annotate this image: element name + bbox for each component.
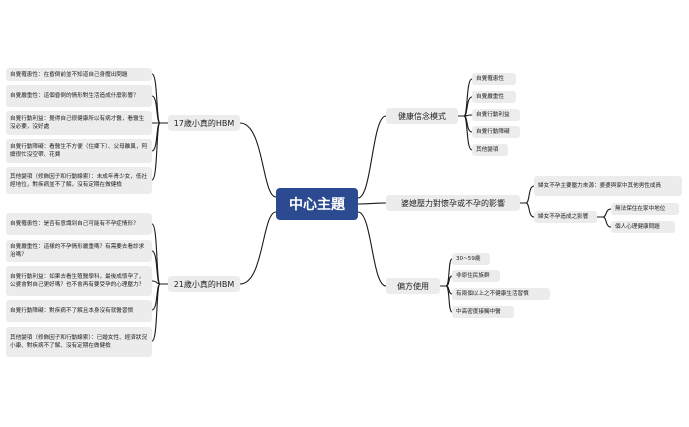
leaf-infertility-impact[interactable]: 婦女不孕造成之影響 [534, 211, 597, 223]
leaf-text: 其他變項（修飾因子和行動線索）：未成年青少女，低社經地位，對疾病並不了解，沒有定… [10, 173, 148, 188]
leaf-text: 自覺罹患性：是否有意識到自己可能有不孕症情形？ [10, 221, 139, 227]
leaf-hbm-susceptibility[interactable]: 自覺罹患性 [472, 73, 516, 85]
leaf-text: 非原住民族群 [456, 273, 490, 279]
leaf-text: 其他變項 [476, 147, 499, 153]
leaf-text: 自覺行動利益：覺得自己很健康所以有病才醫，看醫生沒必要，沒好處 [10, 116, 145, 130]
branch-21-hbm[interactable]: 21歲小真的HBM [168, 276, 240, 292]
branch-health-belief-model[interactable]: 健康信念模式 [386, 108, 458, 124]
leaf-text: 自覺行動利益：如果去看生殖醫學科，最後成懷孕了，公婆會對自己更好嗎？也不會再有要… [10, 274, 145, 288]
leaf-text: 婦女不孕造成之影響 [538, 214, 589, 220]
leaf-17-benefits[interactable]: 自覺行動利益：覺得自己很健康所以有病才醫，看醫生沒必要，沒好處 [6, 111, 152, 135]
leaf-text: 自覺行動利益 [476, 112, 510, 118]
link-central-to-21 [239, 211, 277, 285]
leaf-text: 中高密度接觸中醫 [456, 309, 501, 315]
leaf-17-susceptibility[interactable]: 自覺罹患性：在昏倒前並不知道自己身體出問題 [6, 68, 152, 81]
leaf-text: 自覺嚴重性：這個昏倒的情形對生活造成什麼影響？ [10, 93, 139, 99]
leaf-remedy-tcm-contact[interactable]: 中高密度接觸中醫 [452, 306, 514, 318]
leaf-lose-family-status[interactable]: 無法保住在家中地位 [611, 203, 679, 215]
leaf-text: 婦女不孕主要壓力來源：婆婆與家中其他男性成員 [538, 183, 662, 189]
leaf-text: 自覺罹患性：在昏倒前並不知道自己身體出問題 [10, 71, 128, 78]
leaf-17-barriers[interactable]: 自覺行動障礙：看醫生不方便（住鄉下）、父母離異，阿嬤很忙沒空帶、花費 [6, 139, 152, 163]
leaf-21-barriers[interactable]: 自覺行動障礙：對疾病不了解且本身沒有就醫習慣 [6, 300, 152, 322]
leaf-text: 自覺行動障礙：對疾病不了解且本身沒有就醫習慣 [10, 308, 134, 314]
leaf-17-severity[interactable]: 自覺嚴重性：這個昏倒的情形對生活造成什麼影響？ [6, 85, 152, 107]
leaf-21-other-variables[interactable]: 其他變項（修飾因子和行動線索）：已婚女性、經濟狀況小康、對疾病不了解、沒有定期在… [6, 327, 152, 357]
branch-17-hbm[interactable]: 17歲小真的HBM [168, 115, 240, 131]
leaf-text: 30~59歲 [456, 256, 481, 262]
leaf-text: 自覺罹患性 [476, 76, 504, 82]
leaf-hbm-barriers[interactable]: 自覺行動障礙 [472, 126, 520, 138]
leaf-21-benefits[interactable]: 自覺行動利益：如果去看生殖醫學科，最後成懷孕了，公婆會對自己更好嗎？也不會再有要… [6, 266, 152, 296]
link-central-to-pressure [357, 202, 387, 205]
leaf-remedy-non-indigenous[interactable]: 非原住民族群 [452, 270, 500, 282]
leaf-text: 有兩個以上之不健康生活習慣 [456, 291, 529, 297]
leaf-text: 自覺嚴重性：這樣的不孕情形嚴重嗎？有需要去看診求治嗎？ [10, 244, 145, 258]
leaf-text: 個人心理健康問題 [615, 224, 660, 230]
link-central-to-hbm [357, 115, 387, 199]
leaf-hbm-other-variables[interactable]: 其他變項 [472, 144, 508, 156]
link-central-to-17 [239, 122, 277, 198]
branch-folk-remedies[interactable]: 偏方使用 [386, 278, 440, 294]
leaf-text: 無法保住在家中地位 [615, 206, 666, 212]
leaf-text: 自覺嚴重性 [476, 94, 504, 100]
leaf-mental-health-issues[interactable]: 個人心理健康問題 [611, 221, 675, 233]
leaf-text: 自覺行動障礙：看醫生不方便（住鄉下）、父母離異，阿嬤很忙沒空帶、花費 [10, 144, 148, 158]
leaf-21-susceptibility[interactable]: 自覺罹患性：是否有意識到自己可能有不孕症情形？ [6, 213, 152, 235]
leaf-remedy-age[interactable]: 30~59歲 [452, 253, 490, 265]
leaf-text: 自覺行動障礙 [476, 129, 510, 135]
leaf-pressure-source[interactable]: 婦女不孕主要壓力來源：婆婆與家中其他男性成員 [534, 176, 682, 196]
leaf-text: 其他變項（修飾因子和行動線索）：已婚女性、經濟狀況小康、對疾病不了解、沒有定期在… [10, 335, 148, 349]
leaf-remedy-unhealthy-habits[interactable]: 有兩個以上之不健康生活習慣 [452, 288, 550, 300]
leaf-hbm-severity[interactable]: 自覺嚴重性 [472, 91, 516, 103]
branch-in-law-pressure[interactable]: 婆媳壓力對懷孕或不孕的影響 [386, 195, 520, 211]
leaf-17-other-variables[interactable]: 其他變項（修飾因子和行動線索）：未成年青少女，低社經地位，對疾病並不了解，沒有定… [6, 167, 152, 194]
leaf-hbm-benefits[interactable]: 自覺行動利益 [472, 109, 520, 121]
central-topic[interactable]: 中心主題 [276, 188, 358, 220]
link-central-to-remedy [357, 211, 387, 287]
leaf-21-severity[interactable]: 自覺嚴重性：這樣的不孕情形嚴重嗎？有需要去看診求治嗎？ [6, 240, 152, 262]
